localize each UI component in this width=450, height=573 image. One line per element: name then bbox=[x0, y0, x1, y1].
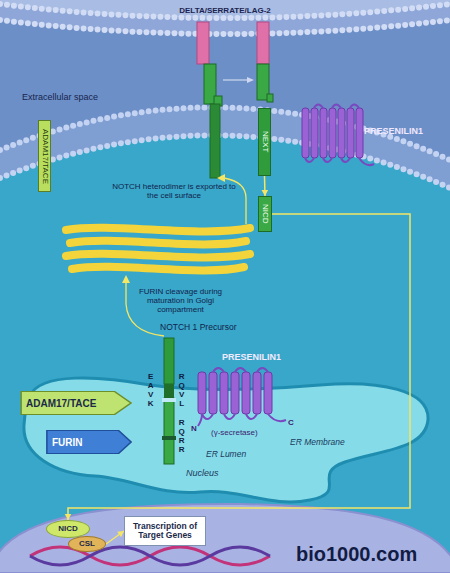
node-text: NEXT bbox=[260, 131, 269, 152]
helix bbox=[209, 372, 217, 414]
node-text: Transcription of Target Genes bbox=[125, 522, 205, 541]
arrow-head bbox=[117, 531, 124, 537]
nicd-fragment: NICD bbox=[258, 196, 272, 232]
helix bbox=[320, 108, 327, 158]
sequence-motif: EAVK bbox=[146, 372, 155, 408]
step-note: FURIN cleavage during maturation in Golg… bbox=[133, 287, 228, 315]
step-note: NOTCH heterodimer is exported to the cel… bbox=[108, 182, 240, 200]
notch-precursor bbox=[164, 398, 174, 464]
helix bbox=[347, 108, 354, 158]
signal-arrow bbox=[65, 214, 410, 520]
sequence-motif: RQRR bbox=[177, 418, 186, 454]
enzyme-arrow-box: FURIN bbox=[46, 430, 132, 454]
arrow-head bbox=[217, 174, 225, 182]
helix bbox=[356, 108, 363, 158]
region-label: Extracellular space bbox=[22, 92, 98, 102]
notch-receptor bbox=[267, 94, 273, 102]
helix bbox=[220, 372, 228, 414]
lipid-heads bbox=[0, 20, 450, 34]
helix bbox=[242, 372, 250, 414]
node-text: NICD bbox=[261, 204, 270, 224]
ligand-label: DELTA/SERRATE/LAG-2 bbox=[150, 6, 300, 15]
cleavage-site bbox=[162, 436, 176, 440]
helix bbox=[264, 372, 272, 414]
golgi-cisterna bbox=[66, 228, 250, 232]
signal-arrow bbox=[262, 176, 269, 196]
cleavage-site bbox=[162, 398, 176, 402]
lipid-heads bbox=[0, 4, 450, 18]
golgi-cisterna bbox=[66, 254, 250, 258]
notch-precursor bbox=[164, 384, 174, 398]
arrow-box-shape bbox=[47, 430, 131, 454]
presenilin-loops bbox=[305, 105, 374, 166]
presenilin-helices bbox=[302, 108, 363, 158]
nucleus bbox=[0, 504, 450, 573]
node-text: FURIN bbox=[52, 437, 83, 448]
lipid-heads bbox=[0, 135, 450, 188]
sequence-motif: RQVL bbox=[177, 372, 186, 408]
arrow-box-shape bbox=[21, 391, 131, 415]
helix bbox=[311, 108, 318, 158]
ligand bbox=[257, 22, 269, 64]
arrow-head bbox=[247, 77, 254, 83]
helix bbox=[329, 108, 336, 158]
arrow-head bbox=[122, 275, 130, 283]
presenilin-helices bbox=[198, 372, 272, 414]
protein-label: PRESENILIN1 bbox=[364, 126, 423, 136]
protein-label: NOTCH 1 Precursor bbox=[160, 323, 237, 333]
membrane-protease: ADAM17/TACE bbox=[38, 120, 51, 192]
node-text: ADAM17/TACE bbox=[40, 129, 49, 184]
node-text: ADAM17/TACE bbox=[26, 398, 96, 409]
upper-membrane bbox=[0, 4, 450, 34]
region-label: ER Lumen bbox=[206, 450, 246, 460]
next-fragment: NEXT bbox=[258, 108, 271, 176]
dna-strand bbox=[30, 547, 270, 565]
protein-label: PRESENILIN1 bbox=[222, 352, 281, 362]
connector-line bbox=[106, 531, 124, 544]
target-gene-box: Transcription of Target Genes bbox=[124, 516, 206, 546]
golgi bbox=[66, 228, 250, 271]
enzyme-arrow-box: ADAM17/TACE bbox=[20, 391, 132, 415]
activation-arrow bbox=[223, 79, 248, 80]
node-text: NICD bbox=[58, 525, 78, 534]
helix bbox=[198, 372, 206, 414]
node-text: CSL bbox=[79, 540, 95, 549]
csl-oval: CSL bbox=[68, 536, 106, 552]
lower-membrane bbox=[0, 107, 450, 188]
notch-precursor bbox=[164, 338, 174, 384]
dna-strand bbox=[30, 547, 270, 565]
signal-arrow bbox=[106, 531, 124, 544]
cytoplasm bbox=[0, 135, 450, 573]
terminus-label: C bbox=[288, 418, 294, 427]
region-label: Nucleus bbox=[186, 468, 219, 478]
presenilin-loops bbox=[198, 368, 286, 426]
helix bbox=[338, 108, 345, 158]
enzyme-label: (γ-secretase) bbox=[211, 428, 258, 437]
golgi-cisterna bbox=[72, 267, 244, 271]
watermark: bio1000.com bbox=[296, 543, 417, 566]
helix bbox=[253, 372, 261, 414]
notch-receptor bbox=[210, 104, 220, 178]
helix bbox=[231, 372, 239, 414]
terminus-label: N bbox=[191, 424, 197, 433]
ligand bbox=[197, 22, 209, 64]
connector-line bbox=[68, 214, 410, 520]
golgi-cisterna bbox=[70, 241, 246, 245]
region-label: ER Membrane bbox=[290, 438, 345, 448]
helix bbox=[302, 108, 309, 158]
